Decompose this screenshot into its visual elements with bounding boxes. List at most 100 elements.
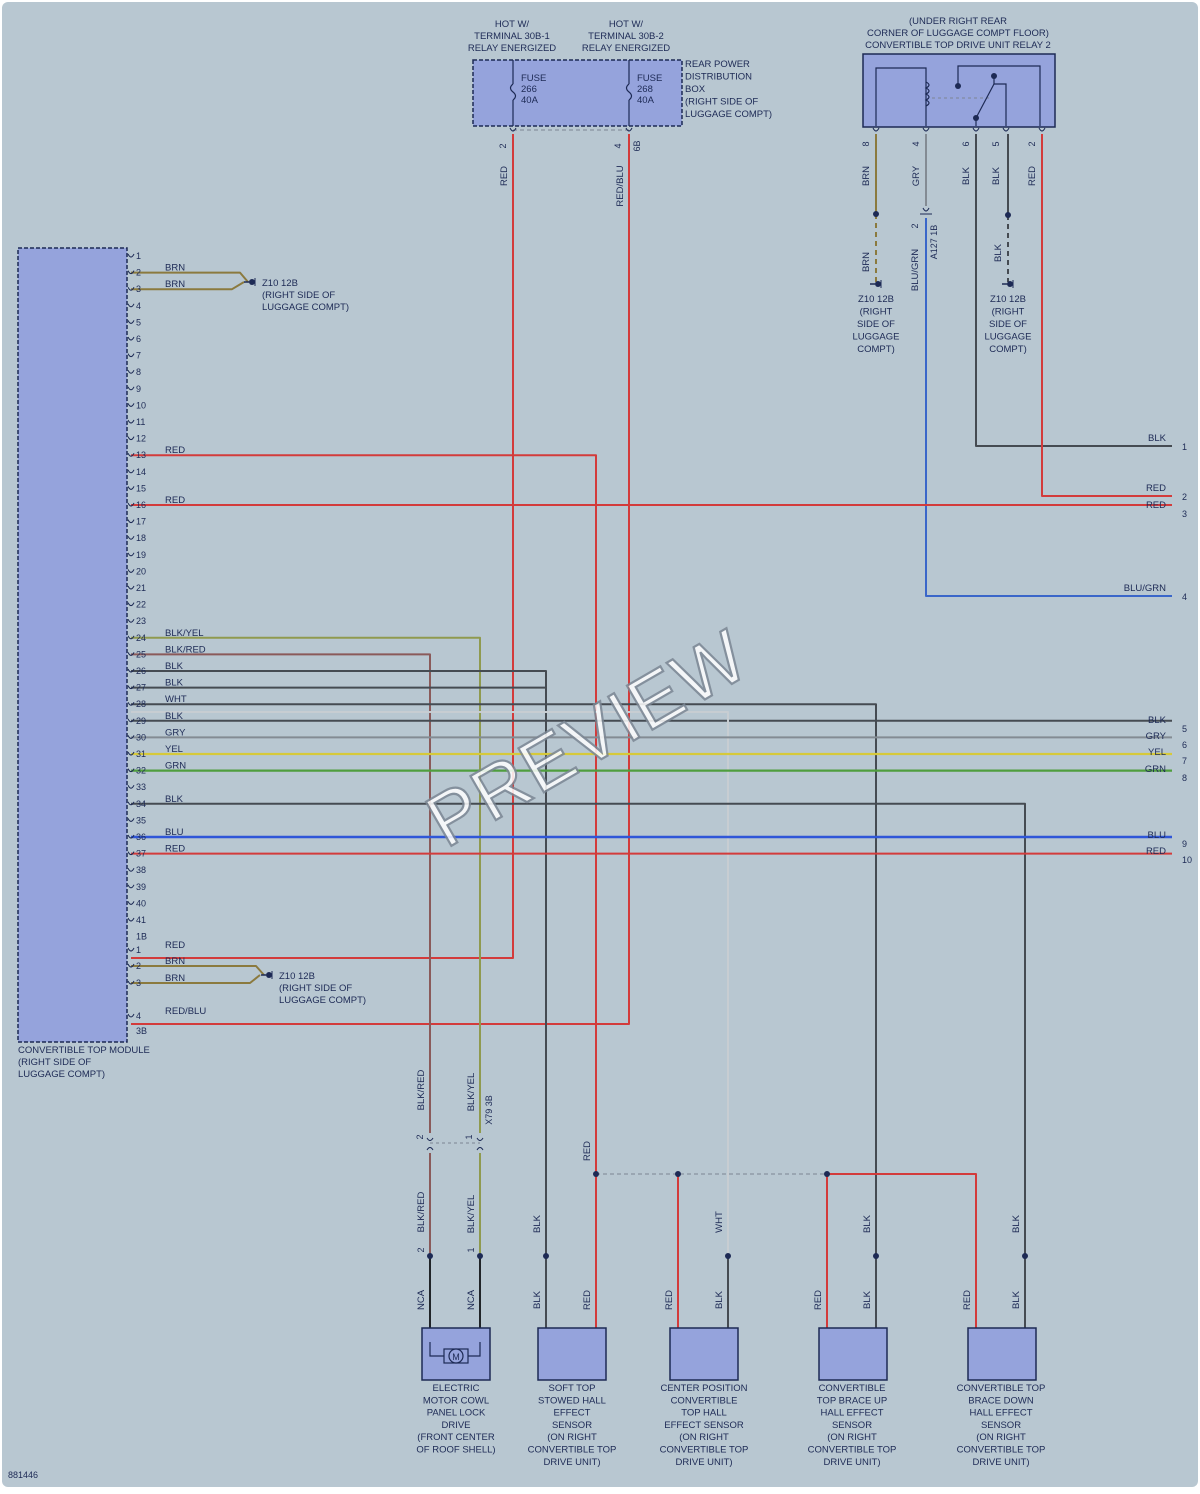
wire-color-label: BLK/YEL <box>466 1195 477 1234</box>
ground-z10-label: COMPT) <box>857 344 894 355</box>
connector-pin-mark <box>127 980 135 985</box>
hot-at-label: HOT W/ <box>495 19 529 30</box>
component-label: BRACE DOWN <box>968 1395 1034 1406</box>
module-pin-number: 3 <box>136 978 141 988</box>
wire-color-label: BLU <box>165 827 184 838</box>
wire-wht-center <box>131 711 729 1256</box>
module-pin-number: 26 <box>136 666 146 676</box>
ground-symbol <box>249 279 255 285</box>
motor-lead <box>429 1342 444 1357</box>
wire-color-label: WHT <box>714 1211 725 1233</box>
connector-pin-mark <box>127 652 135 656</box>
component-label: HALL EFFECT <box>970 1408 1033 1419</box>
inline-connector <box>426 1137 434 1141</box>
component-label: STOWED HALL <box>538 1395 606 1406</box>
module-pin-number: 29 <box>136 716 146 726</box>
connector-pin-mark <box>127 602 135 607</box>
fuse-box-pin: 2 <box>498 143 508 148</box>
wire-color-label: BLK <box>714 1290 725 1309</box>
module-pin-number: 32 <box>136 766 146 776</box>
ground-z10-label: Z10 12B <box>858 294 894 305</box>
fuse-box-label: BOX <box>685 84 706 95</box>
module-pin-number: 21 <box>136 583 146 593</box>
ground-z10-label: COMPT) <box>989 344 1026 355</box>
module-pin-number: 20 <box>136 566 146 576</box>
module-pin-number: 11 <box>136 417 145 427</box>
wire-color-label: BLK <box>862 1290 873 1309</box>
module-pin-number: 9 <box>136 384 141 394</box>
connector-pin-mark <box>625 127 633 132</box>
wire-color-label: BLK <box>1011 1290 1022 1309</box>
wire-color-label: BRN <box>861 252 872 272</box>
module-pin-number: 3 <box>136 284 141 294</box>
inline-connector-pin: 2 <box>910 223 920 228</box>
module-pin-number: 37 <box>136 849 146 859</box>
component-label: SENSOR <box>981 1420 1021 1431</box>
fuse-label: FUSE <box>637 73 662 84</box>
module-pin-number: 1 <box>136 251 141 261</box>
wire-color-label: BLK/RED <box>416 1070 427 1111</box>
wire-color-label: BLK <box>165 661 184 672</box>
wire-color-label: GRY <box>165 727 186 738</box>
component-label: SOFT TOP <box>549 1383 596 1394</box>
components-layer <box>17 53 1056 1381</box>
wire-color-label: RED/BLU <box>165 1006 206 1017</box>
connector-pin-mark <box>127 519 135 524</box>
wire-color-label: RED <box>962 1290 973 1310</box>
component-label: SENSOR <box>552 1420 592 1431</box>
connector-pin-mark <box>127 1013 135 1018</box>
relay-internal-wiring <box>993 76 1007 126</box>
fuse-label: 40A <box>521 95 539 106</box>
ground-z10-label: LUGGAGE <box>853 332 900 343</box>
fuse-label: 40A <box>637 95 655 106</box>
module-label: CONVERTIBLE TOP MODULE <box>18 1045 150 1056</box>
connector-pin-mark <box>127 884 135 889</box>
wire-red-pin-13 <box>131 454 597 1174</box>
connector-pin-mark <box>127 784 135 789</box>
hot-at-label: TERMINAL 30B-2 <box>588 31 664 42</box>
connector-pin-mark <box>127 270 135 275</box>
wire-red-relay <box>1041 134 1172 497</box>
connector-pin-mark <box>127 569 135 573</box>
module-pin-number: 5 <box>136 317 141 327</box>
wire-color-label: GRY <box>1146 731 1167 742</box>
inline-connector <box>426 1147 434 1151</box>
ground-symbol <box>266 972 272 978</box>
component-label: DRIVE <box>441 1420 470 1431</box>
module-pin-number: 15 <box>136 483 146 493</box>
component-box <box>967 1327 1037 1381</box>
wire-color-label: BLK <box>991 166 1002 185</box>
inline-connector-id: X79 3B <box>484 1095 494 1125</box>
component-label: DRIVE UNIT) <box>973 1457 1030 1468</box>
wire-blk-red-pin-25 <box>131 653 431 1133</box>
diagram-id: 881446 <box>8 1470 38 1480</box>
wire-color-label: BLK <box>1148 715 1167 726</box>
component-label: OF ROOF SHELL) <box>416 1445 495 1456</box>
component-label: CONVERTIBLE TOP <box>528 1445 617 1456</box>
wire-color-label: BLU <box>1148 830 1167 841</box>
wire-color-label: GRN <box>165 761 186 772</box>
wire-color-label: BRN <box>165 263 185 274</box>
module-pin-number: 1 <box>136 945 141 955</box>
module-pin-number: 18 <box>136 533 146 543</box>
component-label: CENTER POSITION <box>660 1383 747 1394</box>
wires-layer <box>131 134 1172 1328</box>
splice-dot <box>1005 212 1011 218</box>
component-label: CONVERTIBLE TOP <box>957 1445 1046 1456</box>
component-label: CONVERTIBLE TOP <box>660 1445 749 1456</box>
wire-color-label: BLU/GRN <box>1124 583 1166 594</box>
module-pin-number: 10 <box>136 400 146 410</box>
component-label: (ON RIGHT <box>679 1432 729 1443</box>
component-label: DRIVE UNIT) <box>676 1457 733 1468</box>
wire-color-label: BLU/GRN <box>910 249 921 291</box>
connector-pin-mark <box>1038 127 1046 132</box>
component-label: CONVERTIBLE <box>819 1383 886 1394</box>
module-pin-number: 2 <box>136 961 141 971</box>
reference-number: 2 <box>1182 492 1187 502</box>
ground-z10-label: LUGGAGE COMPT) <box>279 995 366 1006</box>
wire-color-label: GRY <box>911 165 922 186</box>
reference-number: 3 <box>1182 509 1187 519</box>
wire-color-label: RED <box>582 1290 593 1310</box>
fuse-symbol <box>625 83 633 101</box>
